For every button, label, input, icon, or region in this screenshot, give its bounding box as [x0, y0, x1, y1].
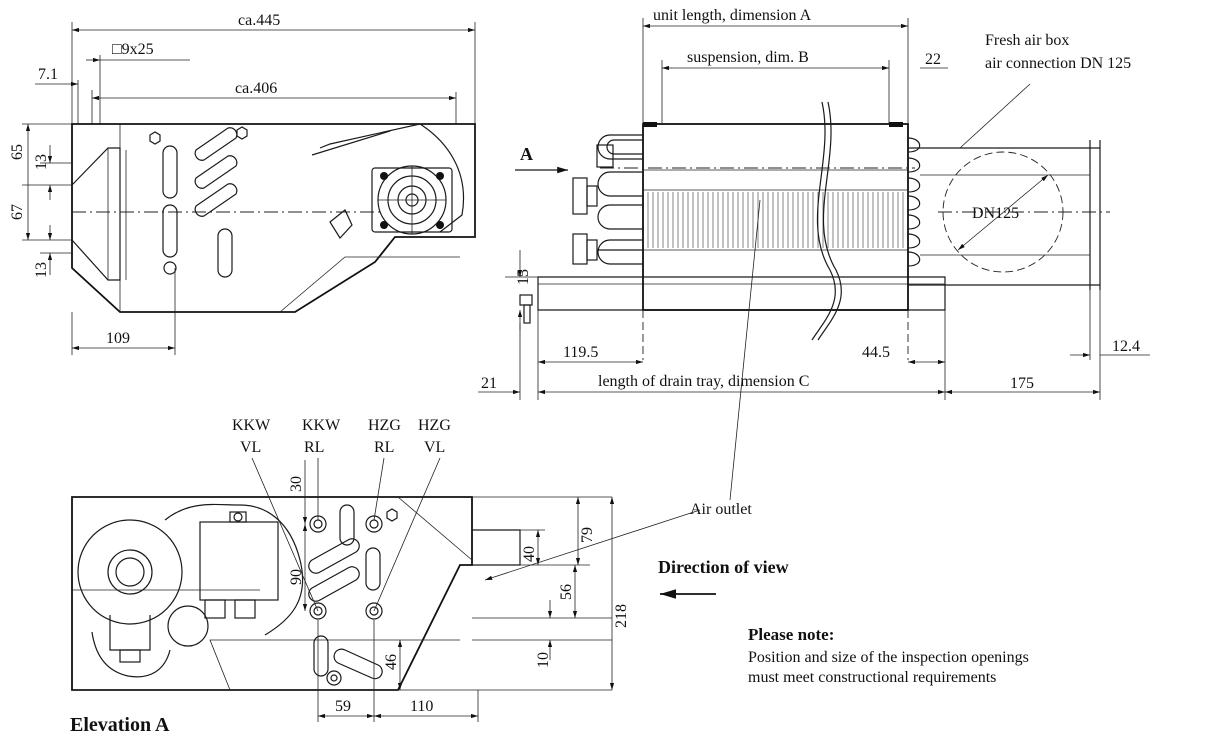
side-housing-outline — [71, 123, 476, 313]
elevation-view: KKW VL KKW RL HZG RL HZG VL 30 90 59 110… — [70, 417, 630, 736]
coil-fins — [647, 192, 904, 248]
dim-width-b: 110 — [410, 698, 433, 715]
front-view: DN125 A unit length, dimension A suspens… — [478, 7, 1150, 400]
dim-overall: ca.445 — [238, 12, 280, 29]
conn-1-line2: VL — [240, 439, 261, 456]
dim-outlet-top: 79 — [579, 527, 596, 543]
direction-label: Direction of view — [658, 557, 789, 577]
dim-lower: 46 — [383, 654, 400, 670]
dim-outlet: 40 — [521, 546, 538, 562]
view-marker: A — [520, 144, 533, 164]
fresh-air-label-2: air connection DN 125 — [985, 55, 1131, 72]
dim-suspension: suspension, dim. B — [687, 49, 809, 66]
dim-opening: □9x25 — [112, 41, 154, 58]
note-line-1: Position and size of the inspection open… — [748, 649, 1029, 666]
conn-1-line1: KKW — [232, 417, 271, 434]
side-view: ca.445 □9x25 7.1 ca.406 65 13 67 13 109 — [9, 12, 476, 355]
conn-2-line1: KKW — [302, 417, 341, 434]
dim-top: 65 — [9, 144, 26, 160]
dim-drain-offset: 21 — [481, 375, 497, 392]
dim-outlet-gap: 56 — [558, 584, 575, 600]
elevation-title: Elevation A — [70, 714, 170, 736]
fan-motor — [371, 165, 453, 235]
dim-unit-length: unit length, dimension A — [653, 7, 812, 24]
conn-4-line2: VL — [424, 439, 445, 456]
duct-label: DN125 — [972, 205, 1019, 222]
dim-inner: ca.406 — [235, 80, 277, 97]
drain-tray — [537, 276, 946, 311]
fresh-air-box: DN125 — [908, 140, 1110, 290]
note-line-2: must meet constructional requirements — [748, 669, 996, 686]
dim-upper-gap: 13 — [33, 154, 50, 170]
conn-2-line2: RL — [304, 439, 324, 456]
dim-mid: 67 — [9, 204, 26, 220]
dim-spacing: 90 — [288, 569, 305, 585]
dim-height: 218 — [613, 604, 630, 628]
dim-bottom: 10 — [535, 652, 552, 668]
air-outlet-label: Air outlet — [690, 501, 752, 518]
dim-box-length: 175 — [1010, 375, 1034, 392]
dim-base: 109 — [106, 330, 130, 347]
dim-lower-gap: 13 — [33, 262, 50, 278]
fan-assembly — [72, 503, 304, 678]
conn-3-line1: HZG — [368, 417, 401, 434]
dim-right-gap: 22 — [925, 51, 941, 68]
dim-drain-height: 15 — [515, 269, 532, 285]
coil-unit — [642, 123, 909, 311]
dim-width-a: 59 — [335, 698, 351, 715]
left-pipe-headers — [572, 134, 643, 265]
dim-top-offset: 30 — [288, 476, 305, 492]
note-title: Please note: — [748, 625, 834, 644]
dim-left-offset: 119.5 — [563, 344, 598, 361]
right-pipe-headers — [907, 137, 921, 267]
dim-drain-tray: length of drain tray, dimension C — [598, 373, 809, 390]
conn-4-line1: HZG — [418, 417, 451, 434]
dim-flange: 7.1 — [38, 66, 58, 83]
annotations: Air outlet Direction of view Please note… — [484, 199, 1029, 686]
fresh-air-label-1: Fresh air box — [985, 32, 1069, 49]
dim-box-flange: 12.4 — [1112, 338, 1140, 355]
dim-right-offset: 44.5 — [862, 344, 890, 361]
conn-3-line2: RL — [374, 439, 394, 456]
